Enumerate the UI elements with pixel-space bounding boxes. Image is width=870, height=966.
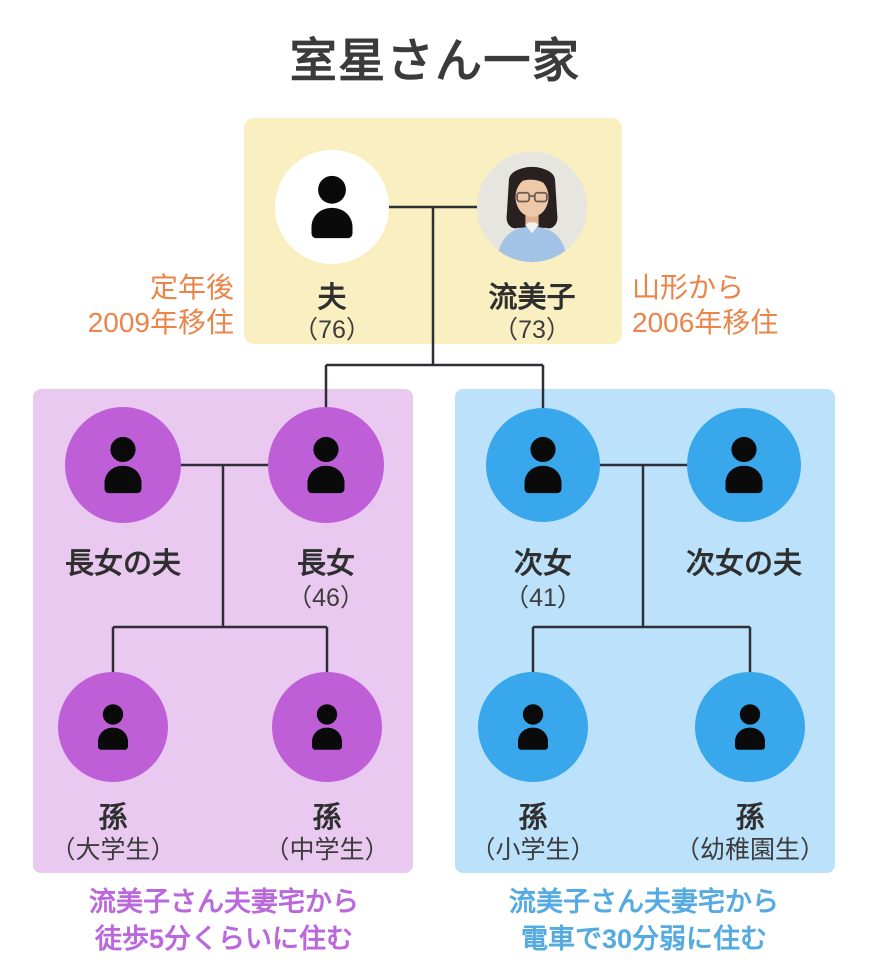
eldest-family-caption: 流美子さん夫妻宅から 徒歩5分くらいに住む — [89, 884, 359, 958]
second-grandchild-1-school: （小学生） — [470, 836, 596, 864]
eldest-grandchild-1-avatar — [58, 672, 168, 782]
eldest-grandchild-1-school: （大学生） — [50, 836, 176, 864]
eldest-daughter-husband-name: 長女の夫 — [64, 548, 182, 580]
second-grandchild-1-avatar — [478, 672, 588, 782]
wife-relocation-note: 山形から 2006年移住 — [632, 270, 778, 340]
second-grandchild-2-school: （幼稚園生） — [674, 836, 826, 864]
second-family-caption: 流美子さん夫妻宅から 電車で30分弱に住む — [509, 884, 779, 958]
person-icon — [98, 704, 128, 750]
second-daughter-avatar — [486, 408, 600, 522]
person-icon — [104, 436, 142, 494]
second-daughter-age: （41） — [504, 584, 582, 612]
eldest-grandchild-2-school: （中学生） — [264, 836, 390, 864]
eldest-daughter-age: （46） — [287, 584, 365, 612]
page-title: 室星さん一家 — [289, 34, 581, 87]
note-line: 山形から — [632, 272, 745, 303]
rumiko-photo — [477, 152, 587, 262]
person-icon — [725, 436, 763, 494]
person-icon — [312, 704, 342, 750]
note-line: 2006年移住 — [632, 307, 779, 338]
husband-name: 夫 — [317, 282, 347, 314]
caption-line: 流美子さん夫妻宅から — [89, 887, 359, 917]
second-grandchild-1-name: 孫 — [518, 802, 548, 834]
caption-line: 徒歩5分くらいに住む — [94, 924, 354, 954]
person-icon — [735, 704, 765, 750]
husband-age: （76） — [293, 316, 371, 344]
wife-name: 流美子 — [488, 282, 576, 314]
second-daughter-husband-avatar — [687, 408, 801, 522]
second-daughter-name: 次女 — [513, 548, 573, 580]
woman-portrait-icon — [477, 152, 587, 262]
person-icon — [311, 175, 353, 239]
eldest-daughter-name: 長女 — [296, 548, 356, 580]
note-line: 2009年移住 — [87, 307, 234, 338]
person-icon — [307, 436, 345, 494]
second-grandchild-2-avatar — [695, 672, 805, 782]
eldest-daughter-avatar — [268, 407, 384, 523]
caption-line: 電車で30分弱に住む — [520, 924, 768, 954]
husband-avatar — [275, 150, 389, 264]
caption-line: 流美子さん夫妻宅から — [509, 887, 779, 917]
person-icon — [518, 704, 548, 750]
person-icon — [524, 436, 562, 494]
husband-relocation-note: 定年後 2009年移住 — [88, 270, 234, 340]
note-line: 定年後 — [149, 272, 234, 303]
eldest-grandchild-2-avatar — [272, 672, 382, 782]
eldest-grandchild-2-name: 孫 — [312, 802, 342, 834]
eldest-grandchild-1-name: 孫 — [98, 802, 128, 834]
second-grandchild-2-name: 孫 — [735, 802, 765, 834]
wife-age: （73） — [493, 316, 571, 344]
eldest-daughter-husband-avatar — [65, 407, 181, 523]
second-daughter-husband-name: 次女の夫 — [685, 548, 803, 580]
